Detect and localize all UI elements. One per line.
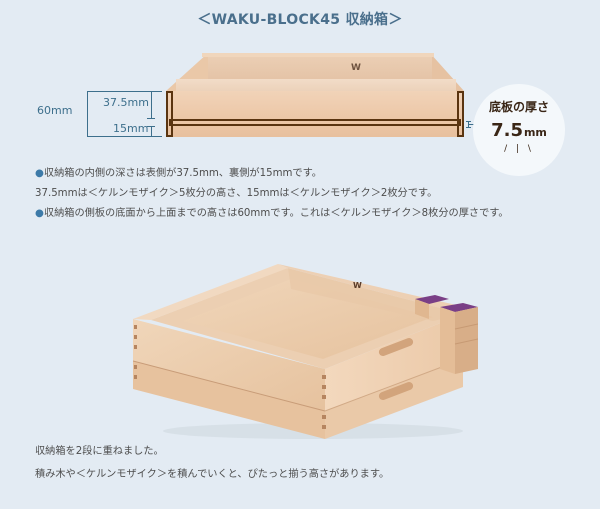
stacked-boxes-svg: W bbox=[132, 264, 479, 439]
badge-value-number: 7.5 bbox=[491, 120, 523, 141]
stacked-caption: 収納箱を2段に重ねました。 積み木や＜ケルンモザイク＞を積んでいくと、ぴたっと揃… bbox=[35, 440, 389, 486]
bullet-icon: ● bbox=[35, 208, 44, 219]
caption-line-2: 積み木や＜ケルンモザイク＞を積んでいくと、ぴたっと揃う高さがあります。 bbox=[35, 469, 390, 480]
dimension-bracket-bottom bbox=[87, 136, 162, 137]
svg-text:W: W bbox=[353, 281, 362, 290]
badge-title: 底板の厚さ bbox=[488, 100, 549, 114]
badge-value: 7.5mm bbox=[473, 120, 565, 141]
bottom-thickness-tick-bottom bbox=[466, 127, 471, 128]
stacked-boxes-image: W bbox=[132, 259, 479, 441]
box-front-wall bbox=[166, 91, 464, 137]
dimension-60mm: 60mm bbox=[37, 104, 73, 117]
page-title: ＜WAKU-BLOCK45 収納箱＞ bbox=[197, 12, 403, 28]
bottom-thickness-tick-mid bbox=[468, 121, 469, 127]
side-wall-outline-left bbox=[166, 91, 173, 137]
description-line-2: 37.5mmは＜ケルンモザイク＞5枚分の高さ、15mmは＜ケルンモザイク＞2枚分… bbox=[35, 188, 438, 199]
dimension-37-5mm: 37.5mm bbox=[103, 96, 149, 109]
box-top-rim bbox=[202, 53, 434, 57]
dimension-15-tick bbox=[147, 126, 155, 127]
bullet-icon: ● bbox=[35, 168, 44, 179]
description-text: ●収納箱の内側の深さは表側が37.5mm、裏側が15mmです。 37.5mmは＜… bbox=[35, 164, 509, 224]
side-wall-outline-right bbox=[457, 91, 464, 137]
description-line-3: ●収納箱の側板の底面から上面までの高さは60mmです。これは＜ケルンモザイク＞8… bbox=[35, 208, 509, 219]
dimension-37-5-line bbox=[151, 91, 152, 118]
badge-value-unit: mm bbox=[523, 126, 547, 139]
dimension-bracket-top bbox=[87, 91, 162, 92]
description-line-1: ●収納箱の内側の深さは表側が37.5mm、裏側が15mmです。 bbox=[35, 168, 322, 179]
storage-box-front-image: W bbox=[166, 53, 464, 137]
dimension-15-line bbox=[151, 126, 152, 136]
bottom-thickness-badge: 底板の厚さ 7.5mm / | \ bbox=[473, 84, 565, 176]
dimension-15mm: 15mm bbox=[113, 122, 149, 135]
caption-line-1: 収納箱を2段に重ねました。 bbox=[35, 446, 164, 457]
dimension-37-5-tick bbox=[147, 118, 155, 119]
dimension-bracket-vertical bbox=[87, 91, 88, 136]
box-floor bbox=[176, 79, 456, 91]
badge-sparkle-icon: / | \ bbox=[504, 144, 534, 154]
waku-logo-icon: W bbox=[351, 63, 361, 73]
bottom-board-outline bbox=[169, 119, 461, 126]
